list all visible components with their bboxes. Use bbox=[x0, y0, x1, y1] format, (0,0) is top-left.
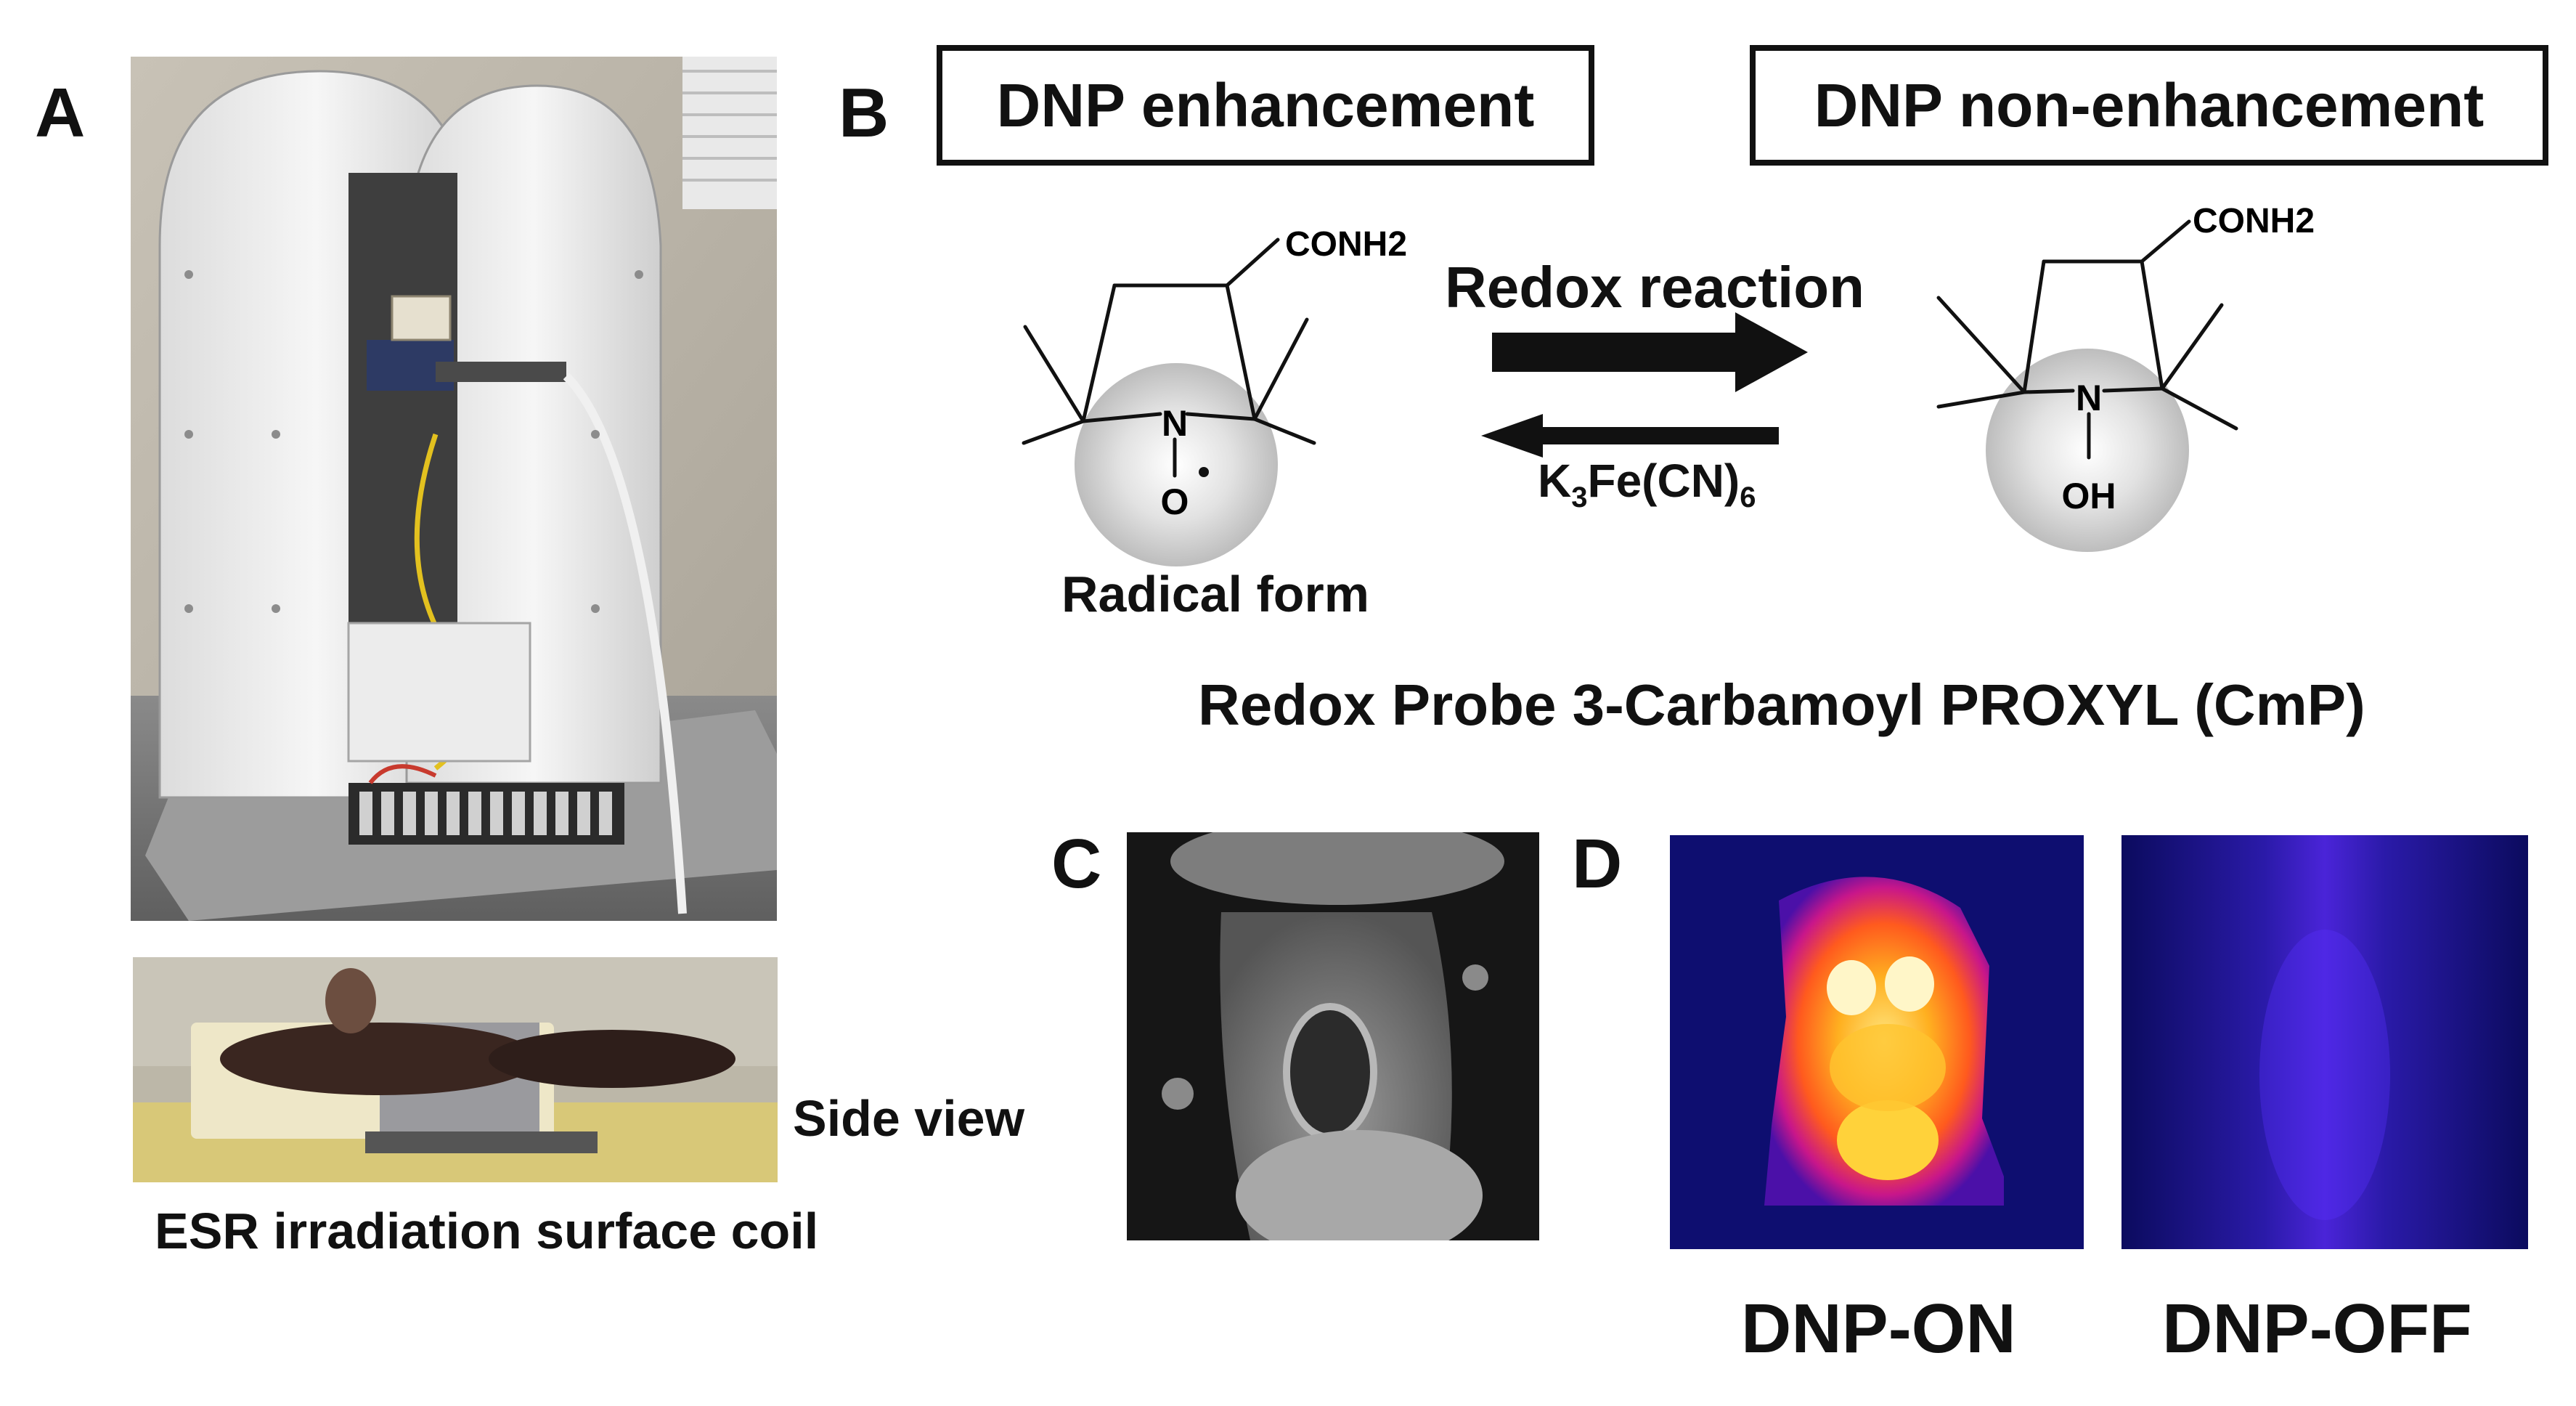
forward-arrow bbox=[1488, 312, 1815, 392]
mri-image bbox=[1127, 818, 1539, 1261]
reverse-arrow bbox=[1477, 414, 1782, 458]
radical-dot bbox=[1199, 467, 1209, 477]
dnp-non-enhancement-box: DNP non-enhancement bbox=[1750, 45, 2548, 166]
hydroxylamine-substituent: CONH2 bbox=[2193, 202, 2315, 240]
redox-reaction-label: Redox reaction bbox=[1445, 255, 1864, 320]
hydroxylamine-n-atom: N bbox=[2076, 378, 2102, 418]
instrument-photo bbox=[131, 57, 777, 921]
dnp-on-image bbox=[1670, 835, 2084, 1249]
dnp-enhancement-box: DNP enhancement bbox=[937, 45, 1594, 166]
panel-letter-a: A bbox=[35, 74, 86, 152]
radical-molecule: N O CONH2 bbox=[1009, 196, 1445, 574]
hydroxylamine-molecule: N OH CONH2 bbox=[1917, 189, 2352, 566]
dnp-on-label: DNP-ON bbox=[1741, 1290, 2016, 1368]
dnp-off-label: DNP-OFF bbox=[2162, 1290, 2472, 1368]
side-view-photo bbox=[133, 957, 778, 1182]
reverse-reagent-label: K3Fe(CN)6 bbox=[1538, 455, 1756, 513]
dnp-non-enhancement-label: DNP non-enhancement bbox=[1814, 70, 2485, 139]
panel-letter-b: B bbox=[839, 74, 889, 152]
dnp-off-image bbox=[2121, 835, 2528, 1249]
probe-title: Redox Probe 3-Carbamoyl PROXYL (CmP) bbox=[1198, 672, 2365, 737]
side-view-label: Side view bbox=[793, 1090, 1025, 1147]
radical-n-atom: N bbox=[1162, 403, 1188, 444]
radical-form-label: Radical form bbox=[1061, 566, 1369, 622]
panel-letter-c: C bbox=[1051, 825, 1102, 903]
panel-a-caption: ESR irradiation surface coil bbox=[155, 1203, 819, 1259]
panel-letter-d: D bbox=[1572, 825, 1623, 903]
dnp-enhancement-label: DNP enhancement bbox=[996, 70, 1535, 139]
hydroxyl-group: OH bbox=[2062, 476, 2116, 516]
radical-o-atom: O bbox=[1161, 481, 1189, 522]
radical-substituent: CONH2 bbox=[1285, 225, 1407, 264]
